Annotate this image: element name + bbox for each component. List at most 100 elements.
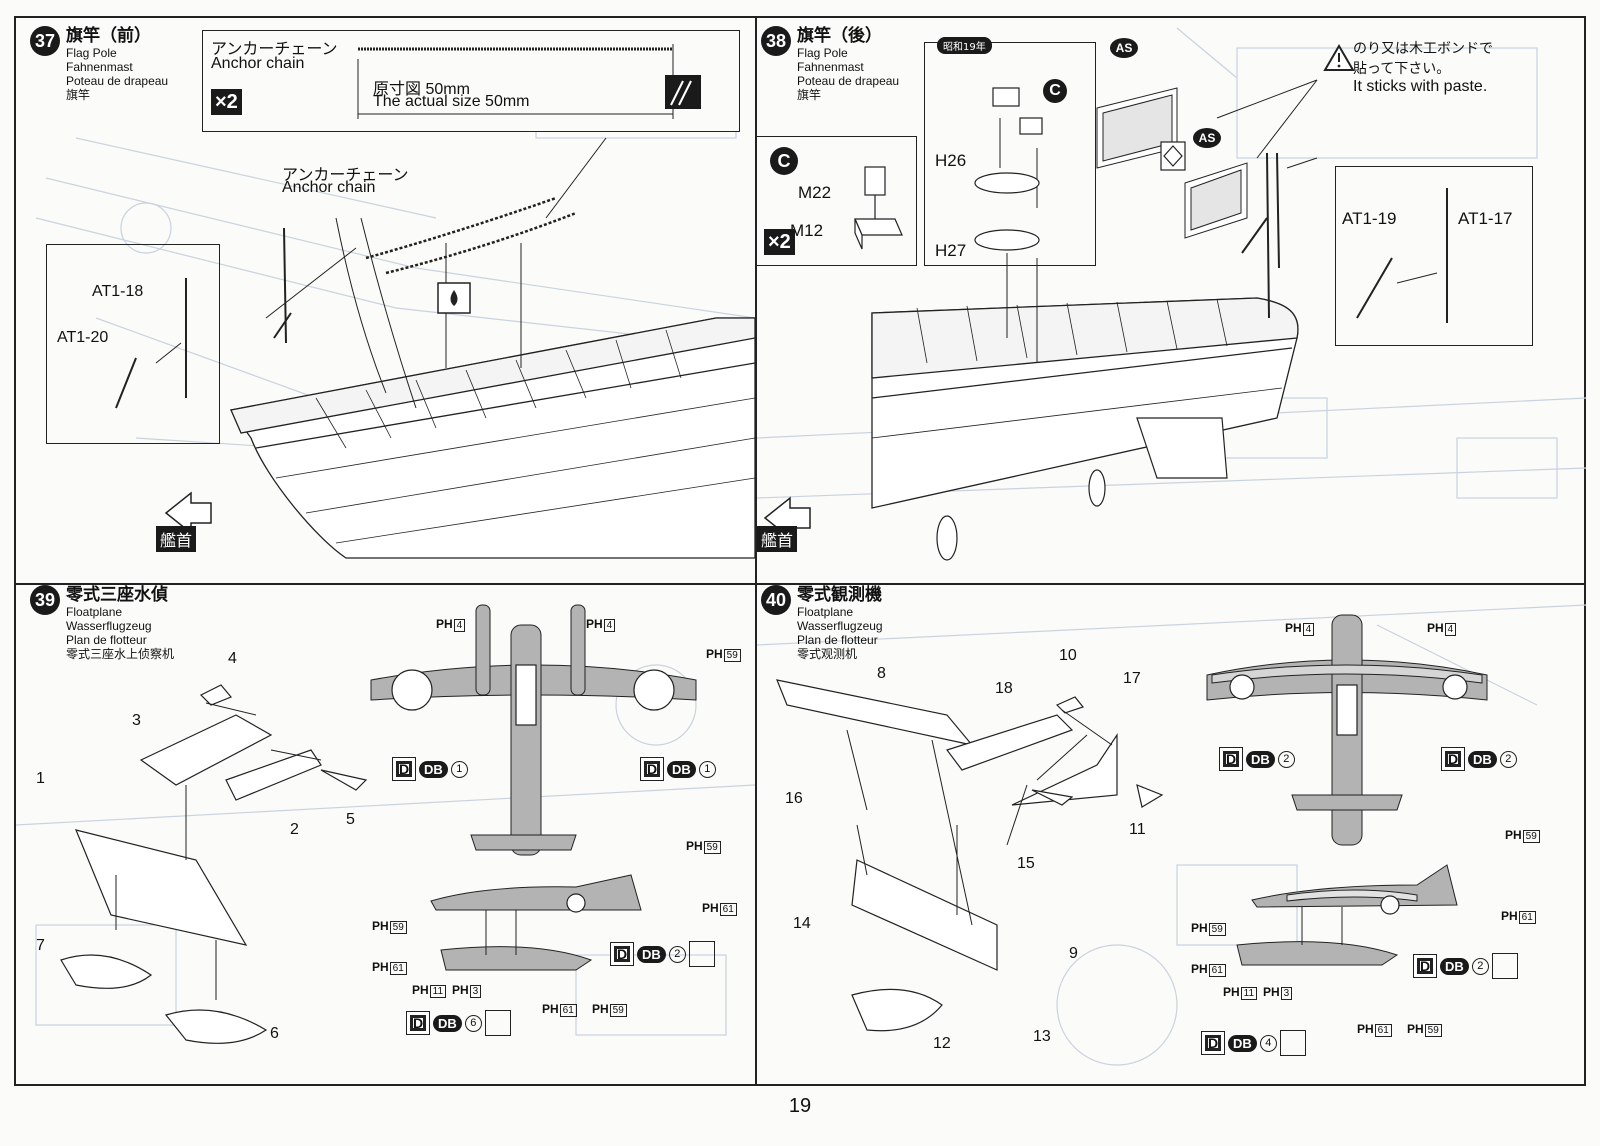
anchor-chain-inset: アンカーチェーン Anchor chain ×2 原寸図 50mm The ac… bbox=[202, 30, 740, 132]
step-title-fr: Poteau de drapeau bbox=[66, 74, 169, 88]
chain-quantity: ×2 bbox=[211, 89, 242, 115]
part-at1-19: AT1-19 bbox=[1342, 209, 1397, 228]
decal-number: 1 bbox=[698, 760, 716, 778]
decal-db: DB bbox=[667, 760, 696, 778]
decal-number: 2 bbox=[668, 945, 686, 963]
step-37-panel: 37 旗竿（前） Flag Pole Fahnenmast Poteau de … bbox=[16, 18, 755, 583]
decal-d-icon: D bbox=[1441, 747, 1465, 771]
step-title-de: Fahnenmast bbox=[797, 60, 864, 74]
bow-indicator: 艦首 bbox=[757, 526, 798, 552]
paste-note: のり又は木工ボンドで 貼って下さい。 It sticks with paste. bbox=[1353, 38, 1493, 96]
step-number: 37 bbox=[30, 26, 60, 56]
step-title-fr: Poteau de drapeau bbox=[797, 74, 900, 88]
part-number: 8 bbox=[877, 665, 886, 682]
part-number: 3 bbox=[132, 712, 141, 729]
decal-db: DB bbox=[433, 1014, 462, 1032]
era-badge: 昭和19年 bbox=[937, 37, 992, 54]
step-38-header: 38 旗竿（後） Flag Pole Fahnenmast Poteau de … bbox=[761, 26, 899, 102]
step-38-panel: 38 旗竿（後） Flag Pole Fahnenmast Poteau de … bbox=[757, 18, 1586, 583]
step-title-cn: 零式三座水上侦察机 bbox=[66, 647, 175, 661]
step-title-jp: 零式三座水偵 bbox=[66, 585, 168, 605]
actual-size-jp: 原寸図 50mm bbox=[373, 81, 470, 98]
decal-number: 2 bbox=[1499, 750, 1517, 768]
bow-label: 艦首 bbox=[757, 526, 798, 552]
part-number: 9 bbox=[1069, 945, 1078, 962]
vertical-divider bbox=[755, 16, 757, 1086]
decal-callout: D DB 2 bbox=[610, 941, 715, 967]
decal-callout: D DB 2 bbox=[1413, 953, 1518, 979]
part-number: 11 bbox=[1129, 821, 1146, 838]
horizontal-divider bbox=[14, 583, 1586, 585]
part-number: 10 bbox=[1059, 647, 1077, 664]
step-39-drawing bbox=[16, 604, 755, 1044]
chain-label-en: Anchor chain bbox=[211, 55, 305, 72]
decal-d-icon: D bbox=[406, 1011, 430, 1035]
step-40-drawing bbox=[757, 604, 1586, 1066]
part-number: 13 bbox=[1033, 1028, 1051, 1045]
part-at1-18: AT1-18 bbox=[92, 283, 144, 300]
step-title-jp: 旗竿（後） bbox=[797, 26, 882, 46]
runner-c-label: C bbox=[770, 147, 798, 175]
part-number: 1 bbox=[36, 770, 45, 787]
decal-d-icon: D bbox=[1201, 1031, 1225, 1055]
step-title-en: Floatplane bbox=[797, 605, 854, 619]
turret-inset: 昭和19年 C H26 H27 bbox=[924, 37, 1096, 266]
part-number: 6 bbox=[270, 1025, 279, 1042]
note-jp-line2: 貼って下さい。 bbox=[1353, 60, 1451, 76]
flag-pole-inset: AT1-18 AT1-20 bbox=[46, 244, 220, 444]
step-number: 40 bbox=[761, 585, 791, 615]
decal-d-icon: D bbox=[610, 942, 634, 966]
decal-callout: D DB 1 bbox=[640, 757, 716, 781]
step-38-drawing bbox=[757, 27, 1586, 561]
step-title-cn: 旗竿 bbox=[66, 88, 91, 102]
hourglass-icon bbox=[1279, 1030, 1306, 1056]
hourglass-icon bbox=[688, 941, 715, 967]
part-number: 17 bbox=[1123, 670, 1141, 687]
part-m22: M22 bbox=[798, 183, 832, 202]
decal-number: 2 bbox=[1277, 750, 1295, 768]
decal-db: DB bbox=[419, 760, 448, 778]
decal-d-icon: D bbox=[1219, 747, 1243, 771]
decal-number: 4 bbox=[1259, 1034, 1277, 1052]
flag-pole-aft-inset: AT1-19 AT1-17 bbox=[1335, 166, 1533, 346]
chain-actual-size-diagram bbox=[357, 44, 701, 119]
part-h26: H26 bbox=[935, 151, 967, 170]
decal-callout: D DB 2 bbox=[1219, 747, 1295, 771]
step-39-header: 39 零式三座水偵 Floatplane Wasserflugzeug Plan… bbox=[30, 585, 174, 661]
part-number: 15 bbox=[1017, 855, 1035, 872]
hourglass-icon bbox=[1491, 953, 1518, 979]
note-en: It sticks with paste. bbox=[1353, 78, 1488, 95]
step-title-en: Floatplane bbox=[66, 605, 123, 619]
hourglass-icon bbox=[484, 1010, 511, 1036]
decal-db: DB bbox=[1468, 750, 1497, 768]
part-m12: M12 bbox=[790, 221, 824, 240]
runner-c-badge: C bbox=[1043, 79, 1067, 103]
step-number: 39 bbox=[30, 585, 60, 615]
step-40-panel: 40 零式観測機 Floatplane Wasserflugzeug Plan … bbox=[757, 585, 1586, 1084]
step-title-de: Fahnenmast bbox=[66, 60, 133, 74]
chain-label2-jp: アンカーチェーン bbox=[282, 167, 409, 184]
inset-quantity: ×2 bbox=[764, 229, 795, 255]
part-number: 14 bbox=[793, 915, 811, 932]
part-number: 18 bbox=[995, 680, 1013, 697]
part-number: 12 bbox=[933, 1035, 951, 1052]
step-title-fr: Plan de flotteur bbox=[797, 633, 878, 647]
actual-size-en: The actual size 50mm bbox=[373, 93, 530, 110]
bow-label: 艦首 bbox=[156, 526, 197, 552]
